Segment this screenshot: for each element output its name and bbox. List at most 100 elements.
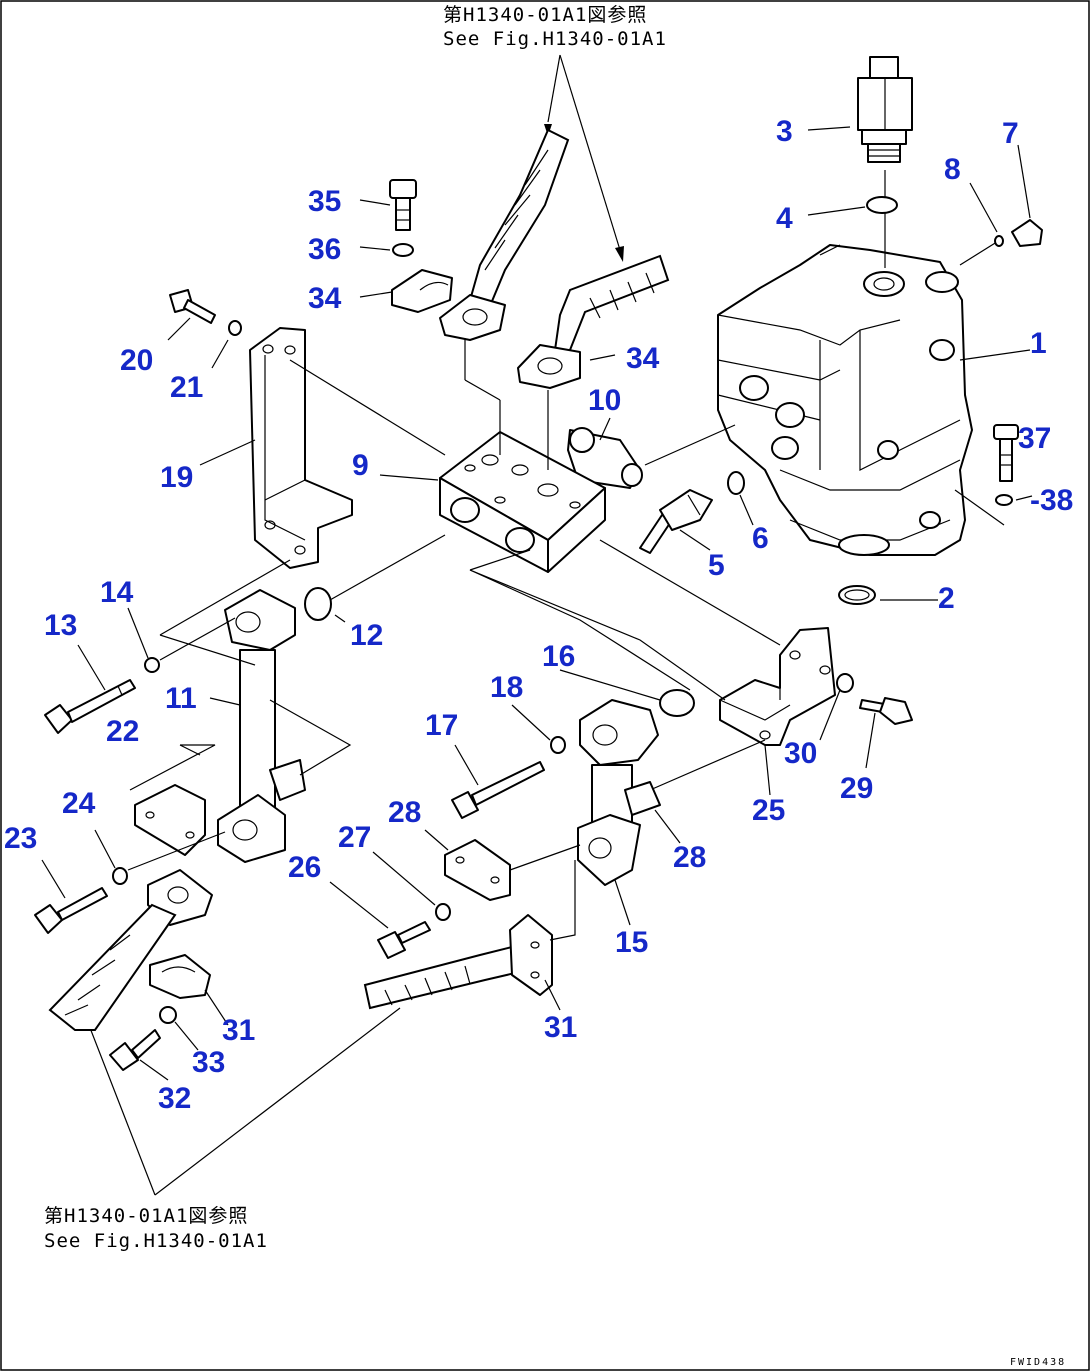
leader-14 — [159, 617, 236, 661]
bolt-13 — [44, 679, 136, 734]
callout-35: 35 — [308, 185, 341, 218]
bolt-32 — [109, 1029, 161, 1071]
callout-30: 30 — [784, 737, 817, 770]
callout-22: 22 — [106, 715, 139, 748]
washer-24 — [112, 867, 128, 885]
washer-33 — [159, 1006, 177, 1024]
leader-24 — [127, 831, 226, 871]
callout-1: 1 — [1030, 327, 1047, 360]
elbow-7 — [959, 219, 1043, 266]
bracket-25 — [599, 539, 836, 791]
bracket-19 — [249, 327, 446, 569]
o-ring-8 — [994, 235, 1004, 247]
callout-28-elbow: 28 — [673, 841, 706, 874]
callout-31-left: 31 — [222, 1014, 255, 1047]
o-ring-12 — [304, 587, 332, 621]
assembly-leaders-left — [129, 559, 352, 791]
top-reference-jp: 第H1340-01A1図参照 — [443, 4, 647, 26]
callout-29: 29 — [840, 772, 873, 805]
callout-34-lower: 34 — [626, 342, 660, 375]
washer-27 — [435, 903, 451, 921]
bolt-35 — [389, 179, 417, 231]
callout-25: 25 — [752, 794, 785, 827]
washer-30 — [836, 673, 854, 693]
callout-33: 33 — [192, 1046, 225, 1079]
o-ring-2-inner — [844, 589, 870, 601]
figure-code: FWID438 — [1010, 1357, 1066, 1368]
clamp-34-upper — [391, 269, 453, 313]
callout-27: 27 — [338, 821, 371, 854]
hose-lower-left — [48, 869, 213, 1031]
callout-18: 18 — [490, 671, 523, 704]
callout-28-clamp: 28 — [388, 796, 421, 829]
callout-3: 3 — [776, 115, 793, 148]
callout-17: 17 — [425, 709, 458, 742]
callout-16: 16 — [542, 640, 575, 673]
clamp-22 — [134, 784, 206, 856]
callout-21: 21 — [170, 371, 203, 404]
callout-9: 9 — [352, 449, 369, 482]
assembly-leaders-center — [469, 549, 726, 701]
washer-14 — [144, 657, 160, 673]
callout-13: 13 — [44, 609, 77, 642]
callout-10: 10 — [588, 384, 621, 417]
leader-38-motor — [954, 489, 1005, 526]
hose-lower-right — [363, 860, 576, 1010]
o-ring-2 — [838, 585, 876, 605]
bolt-26 — [377, 921, 431, 959]
elbow-5 — [639, 489, 713, 554]
bottom-reference-en: See Fig.H1340-01A1 — [44, 1230, 268, 1252]
callout-26: 26 — [288, 851, 321, 884]
callout-5: 5 — [708, 549, 725, 582]
elbow-15 — [577, 699, 661, 886]
o-ring-4 — [866, 196, 898, 214]
o-ring-6 — [727, 471, 745, 495]
bottom-reference-jp: 第H1340-01A1図参照 — [44, 1205, 248, 1227]
callout-36: 36 — [308, 233, 341, 266]
fitting-3 — [857, 56, 913, 268]
bolt-23 — [34, 887, 108, 934]
callout-7: 7 — [1002, 117, 1019, 150]
clamp-31-left — [149, 954, 211, 999]
washer-38 — [995, 494, 1013, 506]
callout-8: 8 — [944, 153, 961, 186]
callout-12: 12 — [350, 619, 383, 652]
callout-leaders — [41, 126, 1033, 1081]
callout-24: 24 — [62, 787, 96, 820]
callout-23: 23 — [4, 822, 37, 855]
callout-4: 4 — [776, 202, 793, 235]
hose-upper-left — [439, 128, 570, 455]
hose-upper-right — [517, 254, 670, 470]
callout-14: 14 — [100, 576, 134, 609]
clamp-28 — [444, 839, 581, 901]
callout-34-upper: 34 — [308, 282, 342, 315]
washer-21 — [228, 320, 242, 336]
callout-15: 15 — [615, 926, 648, 959]
callout-6: 6 — [752, 522, 769, 555]
callout-38: -38 — [1030, 484, 1073, 517]
flange-10 — [567, 424, 736, 489]
bolt-20 — [169, 289, 216, 324]
bolt-29 — [859, 697, 913, 725]
pipe-11 — [217, 589, 306, 863]
swing-motor — [717, 244, 973, 556]
callout-11: 11 — [165, 682, 197, 715]
callout-19: 19 — [160, 461, 193, 494]
manifold-block-9 — [439, 431, 606, 573]
top-reference-en: See Fig.H1340-01A1 — [443, 28, 667, 50]
bolt-17 — [451, 761, 545, 819]
o-ring-16 — [659, 689, 695, 717]
callout-31-right: 31 — [544, 1011, 577, 1044]
callout-2: 2 — [938, 582, 955, 615]
callout-20: 20 — [120, 344, 153, 377]
leader-12-manifold — [329, 534, 446, 601]
washer-36 — [392, 243, 414, 257]
callout-37: 37 — [1018, 422, 1051, 455]
bolt-37 — [993, 424, 1019, 482]
callout-32: 32 — [158, 1082, 191, 1115]
washer-18 — [550, 736, 566, 754]
callout-numbers: 1 2 3 4 5 6 7 8 9 10 11 12 13 14 15 16 1… — [4, 115, 1073, 1115]
